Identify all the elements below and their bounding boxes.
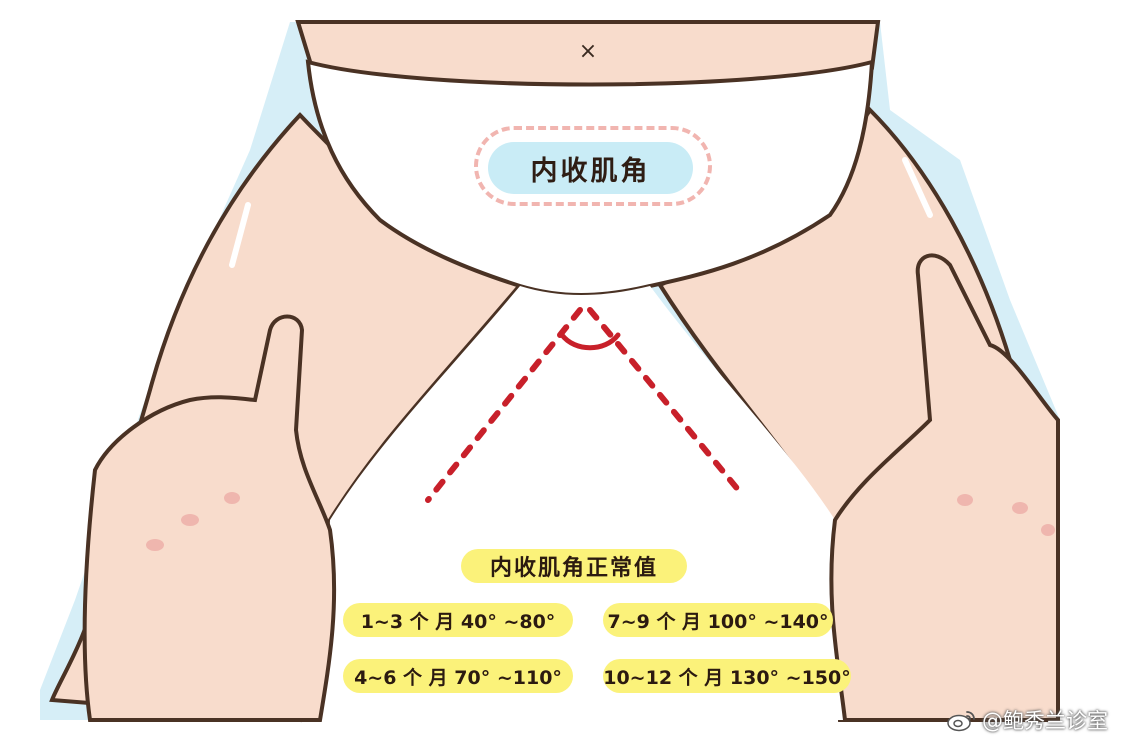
normal-value-row: 10~12 个 月 130° ~150°: [603, 659, 851, 693]
weibo-icon: [947, 711, 975, 732]
angle-left-line: [425, 307, 583, 503]
normal-value-row: 7~9 个 月 100° ~140°: [603, 603, 833, 637]
angle-right-line: [587, 307, 743, 495]
angle-arc: [559, 332, 621, 351]
adductor-angle-label: 内收肌角: [488, 142, 693, 194]
normal-value-row: 1~3 个 月 40° ~80°: [343, 603, 573, 637]
adductor-angle-lines: [425, 307, 743, 503]
normal-values-heading: 内收肌角正常值: [461, 549, 687, 583]
blush-marks: [146, 492, 1055, 551]
left-hand: [82, 314, 337, 722]
shine-marks: [229, 157, 933, 268]
right-hand: [829, 253, 1060, 722]
watermark-text: @鲍秀兰诊室: [982, 709, 1108, 733]
label-dashed-ring: [474, 126, 712, 206]
navel-mark: ×: [579, 39, 597, 64]
watermark: @鲍秀兰诊室: [946, 705, 1108, 735]
normal-value-row: 4~6 个 月 70° ~110°: [343, 659, 573, 693]
